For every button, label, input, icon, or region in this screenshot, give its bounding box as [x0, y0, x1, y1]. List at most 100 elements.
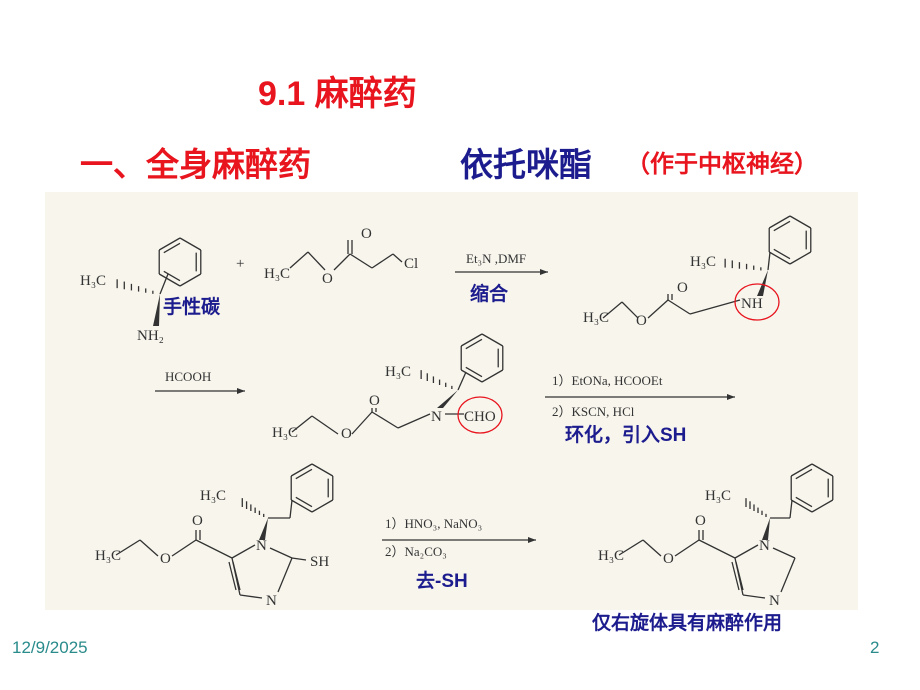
atom-n: N [256, 538, 267, 554]
bond [163, 242, 181, 254]
bond [768, 215, 791, 229]
bond-lines [115, 215, 834, 599]
step4-reagent-2: 2）Na₂CO₃ [385, 544, 447, 559]
bond [228, 561, 237, 591]
atom-o: O [663, 551, 674, 567]
bond [115, 539, 141, 556]
step3-reagent-1: 1）EtONa, HCOOEt [552, 373, 663, 388]
bond [772, 547, 796, 559]
atom-nh2: NH₂ [137, 328, 164, 344]
bond [158, 237, 181, 251]
bond [231, 544, 256, 559]
bond [295, 468, 313, 480]
wedge-bond [437, 390, 458, 408]
atom-o: O [322, 271, 333, 287]
reaction-arrow-head [528, 537, 536, 543]
atom-h3c: H₃C [705, 488, 731, 504]
atom-sh: SH [310, 554, 329, 570]
bond [780, 557, 796, 593]
atom-o: O [341, 426, 352, 442]
atom-cho: CHO [464, 409, 496, 425]
bond [735, 561, 744, 591]
bond [773, 248, 791, 260]
atom-o: O [695, 513, 706, 529]
atom-n: N [769, 593, 780, 609]
wedge-bond [762, 518, 770, 540]
drug-note: （作于中枢神经） [626, 151, 818, 178]
bond [371, 411, 399, 429]
atom-h3c: H₃C [264, 266, 290, 282]
bond [349, 253, 373, 269]
bond [179, 237, 202, 251]
bond [311, 499, 334, 513]
bond [734, 544, 759, 559]
bond [295, 496, 313, 508]
atom-h3c: H₃C [272, 425, 298, 441]
atom-n: N [431, 409, 442, 425]
atom-o: O [677, 280, 688, 296]
bond [621, 301, 639, 319]
atom-o: O [636, 313, 647, 329]
bond [465, 366, 483, 378]
step4-label: 去-SH [416, 569, 468, 592]
bond [371, 253, 394, 269]
step4-reagent-1: 1）HNO₃, NaNO₃ [385, 516, 482, 531]
bond [291, 415, 313, 433]
atom-o: O [192, 513, 203, 529]
atom-o: O [361, 226, 372, 242]
atom-n: N [266, 593, 277, 609]
plus-sign: + [236, 256, 244, 272]
bond [465, 338, 483, 350]
bond [163, 270, 181, 282]
atom-h3c: H₃C [95, 548, 121, 564]
bond [768, 251, 791, 265]
bond [698, 539, 736, 559]
bond [139, 539, 159, 557]
atom-h3c: H₃C [583, 310, 609, 326]
reaction-arrow-head [727, 394, 735, 400]
bond [239, 594, 263, 599]
atom-h3c: H₃C [200, 488, 226, 504]
bond [790, 463, 813, 477]
bond [790, 499, 813, 513]
bond [269, 547, 293, 559]
bond [667, 299, 691, 315]
bond [392, 253, 403, 263]
bond [311, 463, 334, 477]
highlight-circle [457, 396, 503, 434]
slide-number: 2 [870, 638, 880, 657]
bond [290, 463, 313, 477]
bond [481, 369, 504, 383]
bond [481, 333, 504, 347]
bond [290, 499, 313, 513]
step3-label: 环化，引入SH [565, 423, 686, 446]
bond [689, 299, 741, 315]
bond [602, 301, 623, 319]
bond [674, 539, 700, 557]
structure-marks [153, 269, 780, 543]
bond [811, 499, 834, 513]
bond [159, 273, 169, 295]
bond [789, 499, 793, 519]
reaction-arrow-head [237, 388, 245, 394]
conclusion-label: 仅右旋体具有麻醉作用 [591, 611, 782, 634]
atom-o: O [160, 551, 171, 567]
bond [351, 411, 373, 435]
atom-cl: Cl [404, 256, 418, 272]
wedge-bond [153, 294, 160, 326]
atom-nh: NH [741, 296, 763, 312]
bond [232, 561, 241, 591]
atom-h3c: H₃C [598, 548, 624, 564]
bond [289, 251, 309, 269]
bond [289, 499, 293, 519]
bond [195, 539, 233, 559]
wedge-bond [757, 270, 768, 296]
bond [311, 415, 339, 435]
bond [333, 253, 351, 271]
step1-reagent: Et₃N ,DMF [466, 251, 526, 266]
bond [731, 561, 740, 591]
bond [618, 539, 644, 556]
bond [277, 557, 293, 593]
atom-h3c: H₃C [80, 273, 106, 289]
